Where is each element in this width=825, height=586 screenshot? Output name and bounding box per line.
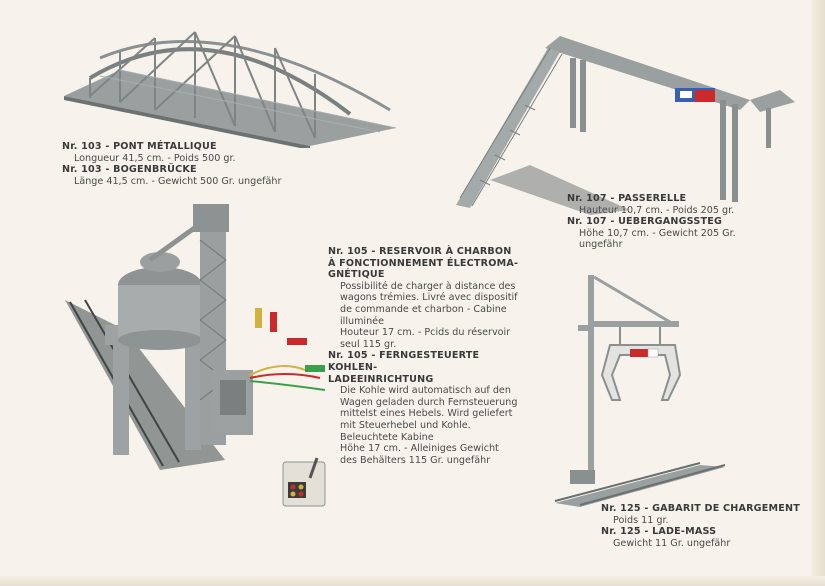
item-103-fr-desc: Longueur 41,5 cm. - Poids 500 gr. [74, 152, 236, 164]
item-105-fr-desc-5: Houteur 17 cm. - Pcids du réservoir [340, 327, 511, 339]
item-105-fr-title-3: GNÉTIQUE [328, 269, 385, 281]
loading-gauge-illustration [554, 275, 726, 507]
page-edge-bottom [0, 576, 825, 586]
item-125-de-desc: Gewicht 11 Gr. ungefähr [613, 537, 731, 549]
item-105-de-desc-4: mit Steuerhebel und Kohle. [340, 419, 471, 431]
item-105-de-desc-6: Höhe 17 cm. - Alleiniges Gewicht [340, 443, 499, 455]
item-105-fr-title-1: Nr. 105 - RESERVOIR À CHARBON [328, 246, 512, 257]
item-103-de-title: Nr. 103 - BOGENBRÜCKE [62, 164, 197, 176]
item-105-text: Nr. 105 - RESERVOIR À CHARBON À FONCTION… [328, 246, 528, 466]
item-107-de-desc-2: ungefähr [579, 239, 623, 251]
item-105-fr-desc-1: Possibilité de charger à distance des [340, 280, 516, 292]
coal-reservoir-illustration [65, 204, 326, 507]
item-125-de-title: Nr. 125 - LADE-MASS [601, 526, 717, 538]
item-105-de-desc-3: mittelst eines Hebels. Wird geliefert [340, 408, 513, 420]
page-edge-right [811, 0, 825, 586]
item-103-de-desc: Länge 41,5 cm. - Gewicht 500 Gr. ungefäh… [74, 175, 282, 187]
item-103-text: Nr. 103 - PONT MÉTALLIQUE Longueur 41,5 … [62, 141, 402, 187]
item-105-fr-desc-2: wagons trémies. Livré avec dispositif [340, 292, 518, 304]
item-105-fr-title-2: À FONCTIONNEMENT ÉLECTROMA- [328, 257, 519, 269]
item-107-fr-desc: Hauteur 10,7 cm. - Poids 205 gr. [579, 204, 735, 216]
item-107-fr-title: Nr. 107 - PASSERELLE [567, 193, 687, 204]
item-105-de-desc-1: Die Kohle wird automatisch auf den [340, 385, 511, 397]
item-103-fr-title: Nr. 103 - PONT MÉTALLIQUE [62, 141, 217, 152]
item-125-fr-title: Nr. 125 - GABARIT DE CHARGEMENT [601, 503, 800, 514]
item-105-de-desc-7: des Behälters 115 Gr. ungefähr [340, 454, 491, 466]
item-125-fr-desc: Poids 11 gr. [613, 514, 669, 526]
item-125-text: Nr. 125 - GABARIT DE CHARGEMENT Poids 11… [601, 503, 816, 549]
item-105-de-desc-2: Wagen geladen durch Fernsteuerung [340, 396, 518, 408]
item-105-fr-desc-4: illuminée [340, 315, 384, 327]
item-105-de-title-1: Nr. 105 - FERNGESTEUERTE KOHLEN- [328, 350, 480, 373]
item-107-de-title: Nr. 107 - UEBERGANGSSTEG [567, 216, 723, 228]
footbridge-illustration [456, 36, 795, 215]
item-107-text: Nr. 107 - PASSERELLE Hauteur 10,7 cm. - … [567, 193, 807, 251]
bridge-illustration [64, 31, 397, 148]
item-105-de-title-2: LADEEINRICHTUNG [328, 373, 434, 385]
item-105-fr-desc-3: de commande et charbon - Cabine [340, 303, 507, 315]
item-107-de-desc-1: Höhe 10,7 cm. - Gewicht 205 Gr. [579, 227, 736, 239]
item-105-fr-desc-6: seul 115 gr. [340, 338, 397, 350]
item-105-de-desc-5: Beleuchtete Kabine [340, 431, 434, 443]
